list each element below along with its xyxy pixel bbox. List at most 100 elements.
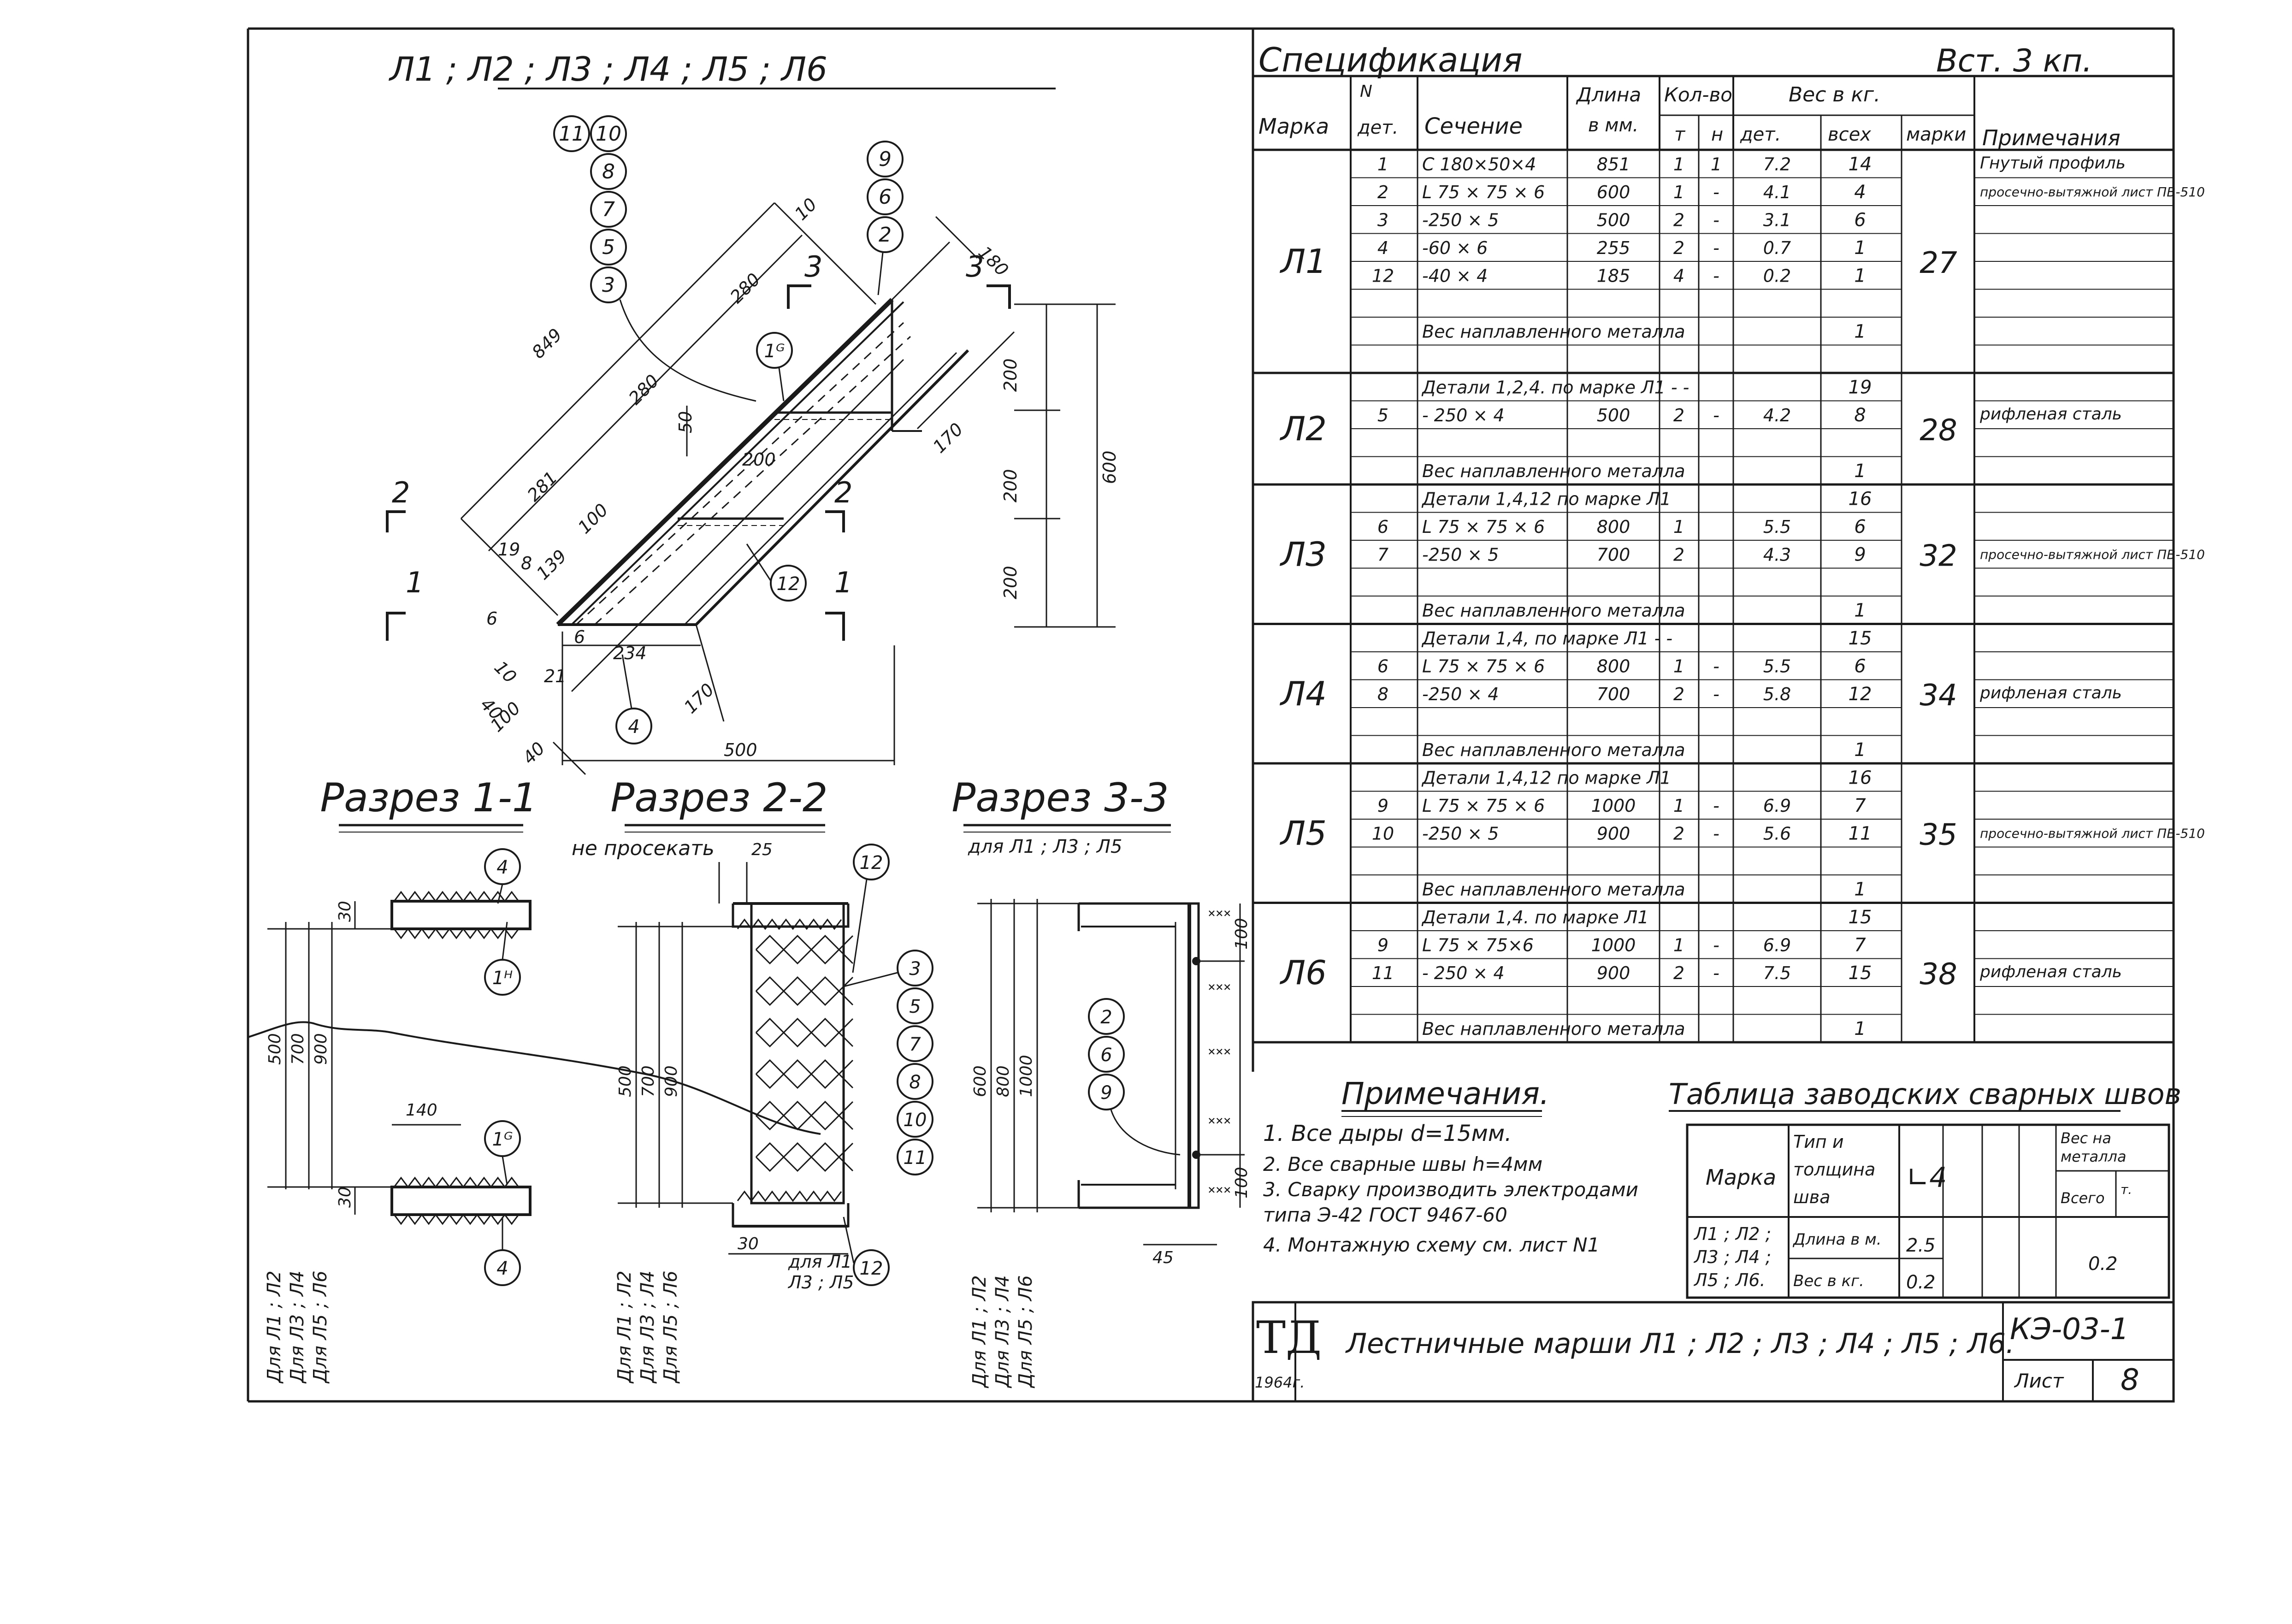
spec-g0-r4-sec: -40 × 4 bbox=[1422, 266, 1488, 286]
spec-mark-4: Л5 bbox=[1279, 814, 1327, 852]
s22-bottom-note-2: Л3 ; Л5 bbox=[787, 1272, 854, 1293]
s33-dim-45: 45 bbox=[1152, 1248, 1174, 1267]
spec-total-5: 38 bbox=[1920, 957, 1957, 992]
spec-g4-r1-sec: L 75 × 75 × 6 bbox=[1422, 796, 1545, 816]
spec-h-marka: Марка bbox=[1258, 114, 1329, 139]
spec-h-dlina-2: в мм. bbox=[1588, 115, 1638, 136]
spec-g0-r3-wd: 0.7 bbox=[1763, 238, 1791, 258]
s33-weld-5: ××× bbox=[1208, 1182, 1231, 1197]
spec-g0-r1-len: 600 bbox=[1597, 182, 1630, 202]
spec-g5-r2-sec: - 250 × 4 bbox=[1422, 963, 1505, 983]
spec-g5-r2-n: 11 bbox=[1372, 963, 1394, 983]
section-2-2-title: Разрез 2-2 bbox=[610, 775, 827, 821]
spec-g1-r1-wa: 8 bbox=[1854, 405, 1866, 426]
spec-g3-r1-len: 800 bbox=[1597, 656, 1630, 677]
section-3-3: Разрез 3-3 для Л1 ; Л3 ; Л5 ××× ××× ××× … bbox=[951, 775, 1251, 1388]
s22-dim-900: 900 bbox=[662, 1065, 681, 1097]
spec-g0-r1-t: 1 bbox=[1673, 182, 1684, 202]
spec-g5-r1-sec: L 75 × 75×6 bbox=[1422, 935, 1534, 956]
spec-total-1: 28 bbox=[1920, 413, 1957, 448]
spec-g0-r2-wa: 6 bbox=[1854, 210, 1866, 231]
spec-mark-3: Л4 bbox=[1279, 674, 1327, 713]
s22-callout-8: 8 bbox=[909, 1072, 921, 1093]
spec-g3-r1-n: 6 bbox=[1377, 656, 1388, 677]
spec-g1-r1-wd: 4.2 bbox=[1763, 405, 1791, 425]
weld-h-type-3: шва bbox=[1793, 1187, 1830, 1207]
s33-weld-4: ××× bbox=[1208, 1113, 1231, 1128]
s22-callout-5: 5 bbox=[909, 996, 921, 1017]
s33-weld-1: ××× bbox=[1208, 905, 1231, 921]
spec-g3-r2-h: - bbox=[1713, 684, 1719, 704]
notes-block: Примечания. 1. Все дыры d=15мм. 2. Все с… bbox=[1263, 1076, 1638, 1256]
spec-g0-r2-sec: -250 × 5 bbox=[1422, 210, 1499, 230]
spec-g1-r0-sec: Детали 1,2,4. по марке Л1 - - bbox=[1421, 378, 1689, 398]
spec-g0-r0-note: Гнутый профиль bbox=[1980, 154, 2126, 173]
s22-dim-25: 25 bbox=[751, 840, 773, 859]
spec-g5-r2-wd: 7.5 bbox=[1763, 963, 1791, 983]
spec-g0-r6-sec: Вес наплавленного металла bbox=[1422, 322, 1685, 342]
spec-g2-r1-wa: 6 bbox=[1854, 516, 1866, 537]
spec-g1-r3-wa: 1 bbox=[1854, 461, 1866, 482]
note-3: 3. Сварку производить электродами bbox=[1263, 1178, 1638, 1201]
spec-g3-r2-wa: 12 bbox=[1849, 684, 1872, 705]
spec-g4-r4-sec: Вес наплавленного металла bbox=[1422, 880, 1685, 900]
spec-g2-r2-t: 2 bbox=[1673, 545, 1684, 565]
spec-g3-r2-note: рифленая сталь bbox=[1979, 684, 2122, 703]
spec-g1-r0-wa: 19 bbox=[1849, 377, 1872, 398]
s33-note: для Л1 ; Л3 ; Л5 bbox=[968, 836, 1122, 857]
spec-g0-r4-h: - bbox=[1713, 266, 1719, 286]
spec-g4-r1-wa: 7 bbox=[1854, 795, 1866, 816]
spec-g3-r1-wa: 6 bbox=[1854, 656, 1866, 677]
stamp-logo: ТД bbox=[1256, 1312, 1322, 1364]
s11-label-3: Для Л5 ; Л6 bbox=[310, 1270, 331, 1384]
spec-g0-r4-t: 4 bbox=[1673, 266, 1684, 286]
spec-g5-r1-t: 1 bbox=[1673, 935, 1684, 956]
s11-dim-900: 900 bbox=[312, 1033, 331, 1065]
spec-g0-r3-sec: -60 × 6 bbox=[1422, 238, 1488, 258]
s33-callout-6: 6 bbox=[1100, 1045, 1112, 1066]
s22-dim-30: 30 bbox=[738, 1234, 759, 1253]
callout-11: 11 bbox=[559, 122, 585, 146]
spec-g4-r2-wd: 5.6 bbox=[1763, 824, 1791, 844]
spec-g5-r2-note: рифленая сталь bbox=[1979, 963, 2122, 981]
spec-g3-r1-sec: L 75 × 75 × 6 bbox=[1422, 656, 1545, 677]
spec-g0-r4-wa: 1 bbox=[1854, 266, 1866, 287]
spec-g4-r2-wa: 11 bbox=[1849, 823, 1872, 844]
spec-g3-r4-sec: Вес наплавленного металла bbox=[1422, 740, 1685, 760]
spec-g0-r0-n: 1 bbox=[1377, 154, 1388, 175]
spec-g4-r1-wd: 6.9 bbox=[1763, 796, 1791, 816]
dim-6b: 6 bbox=[574, 627, 585, 647]
spec-g0-r1-note: просечно-вытяжной лист ПВ-510 bbox=[1980, 184, 2205, 200]
spec-g0-r1-n: 2 bbox=[1377, 182, 1388, 202]
s22-callout-11: 11 bbox=[904, 1147, 927, 1169]
weld-h-ves-1: Вес на bbox=[2061, 1129, 2111, 1147]
spec-title: Спецификация bbox=[1258, 41, 1523, 79]
callout-7: 7 bbox=[602, 198, 615, 221]
callout-stack-left bbox=[553, 115, 627, 303]
note-1: 1. Все дыры d=15мм. bbox=[1263, 1121, 1512, 1146]
spec-g5-r1-n: 9 bbox=[1377, 935, 1388, 956]
s11-dim-30a: 30 bbox=[336, 901, 354, 922]
s33-weld-2: ××× bbox=[1208, 979, 1231, 994]
dim-6a: 6 bbox=[486, 608, 497, 629]
spec-g1-r1-sec: - 250 × 4 bbox=[1422, 405, 1505, 425]
spec-g3-r2-sec: -250 × 4 bbox=[1422, 684, 1499, 704]
dim-21: 21 bbox=[544, 666, 566, 686]
spec-g2-r0-wa: 16 bbox=[1849, 489, 1872, 510]
spec-g5-r1-len: 1000 bbox=[1591, 935, 1636, 956]
spec-g0-r0-len: 851 bbox=[1597, 154, 1630, 175]
spec-h-t: т bbox=[1674, 124, 1686, 145]
spec-mark-5: Л6 bbox=[1279, 953, 1327, 992]
weld-dlina-val: 2.5 bbox=[1906, 1235, 1936, 1256]
dim-19: 19 bbox=[498, 539, 520, 560]
section-1-1: Разрез 1-1 30 30 140 500 700 bbox=[248, 775, 821, 1384]
spec-h-ves-marki: марки bbox=[1906, 124, 1966, 145]
s22-callout-10: 10 bbox=[904, 1110, 927, 1131]
spec-g0-r1-h: - bbox=[1713, 182, 1719, 202]
s22-callout-7: 7 bbox=[909, 1034, 921, 1055]
dim-200b: 200 bbox=[1000, 469, 1021, 502]
spec-g4-r2-note: просечно-вытяжной лист ПВ-510 bbox=[1980, 826, 2205, 841]
s33-dim-100b: 100 bbox=[1232, 1167, 1251, 1199]
weld-h-marka: Марка bbox=[1706, 1165, 1776, 1190]
